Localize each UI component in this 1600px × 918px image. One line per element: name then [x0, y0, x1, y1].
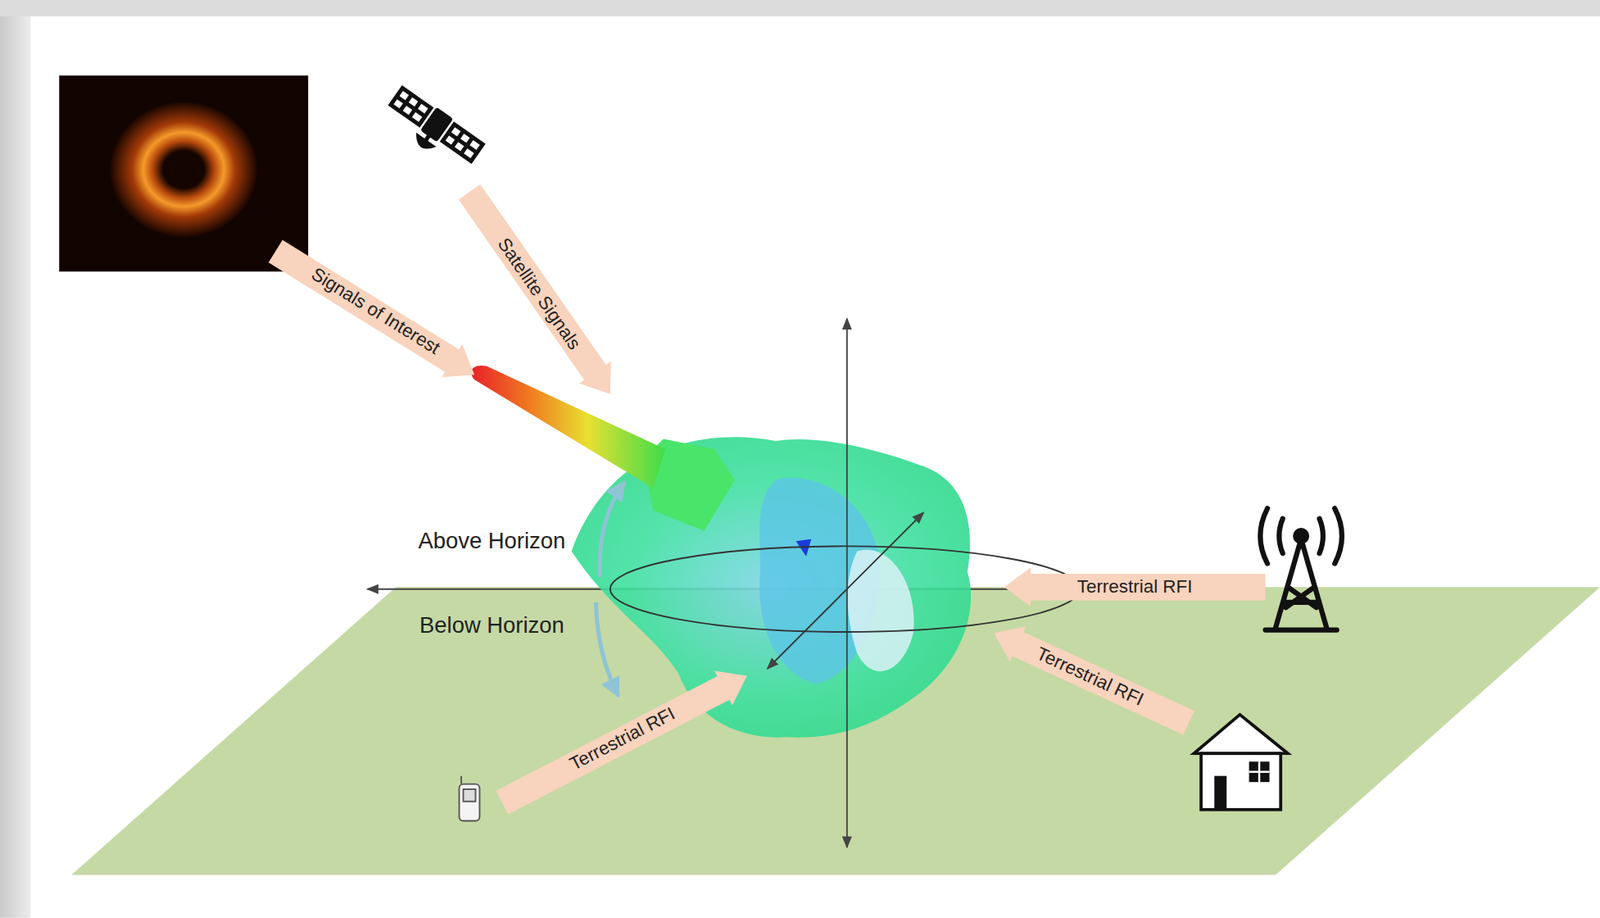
signal-arrow: [453, 181, 627, 406]
signal-arrow: [1004, 567, 1266, 607]
signal-arrow: [985, 615, 1197, 741]
horizon-label: Below Horizon: [419, 611, 565, 639]
signal-arrow: [265, 234, 485, 391]
signal-arrow: [493, 658, 757, 821]
horizon-label: Above Horizon: [418, 527, 567, 554]
arrow-label: Terrestrial RFI: [1077, 575, 1193, 598]
